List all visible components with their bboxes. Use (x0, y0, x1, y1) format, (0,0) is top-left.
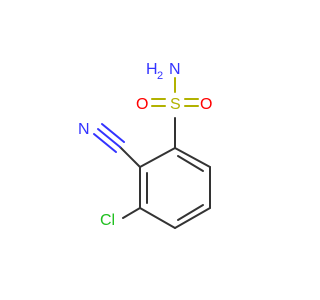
bond-c3-cl (122, 207, 141, 219)
ring-bond-c6-c1 (174, 147, 211, 168)
amine-hydrogen-label: H (146, 61, 158, 78)
sulfur-label: S (170, 96, 181, 113)
amine-hydrogen-count: 2 (157, 70, 163, 82)
atom-labels: H 2 N S O O N Cl (78, 61, 212, 229)
chlorine-label: Cl (100, 212, 115, 229)
nitrile-nitrogen-label: N (78, 121, 90, 138)
ring-double-inner-3 (177, 155, 204, 172)
bond-cn-triple-1 (97, 128, 121, 148)
amine-nitrogen-label: N (169, 61, 181, 78)
ring-bond-c3-c4 (139, 207, 176, 229)
bond-cn-triple-2 (101, 123, 125, 143)
oxygen-right-label: O (200, 96, 212, 113)
bond-c2-cn (119, 146, 141, 168)
ring-double-inner-2 (177, 204, 204, 221)
bonds (93, 77, 211, 229)
molecule-diagram: H 2 N S O O N Cl (78, 61, 212, 229)
ring-bond-c4-c5 (174, 207, 211, 229)
oxygen-left-label: O (136, 96, 148, 113)
bond-cn-triple-3 (93, 133, 117, 153)
ring-bond-c1-c2 (139, 147, 176, 168)
